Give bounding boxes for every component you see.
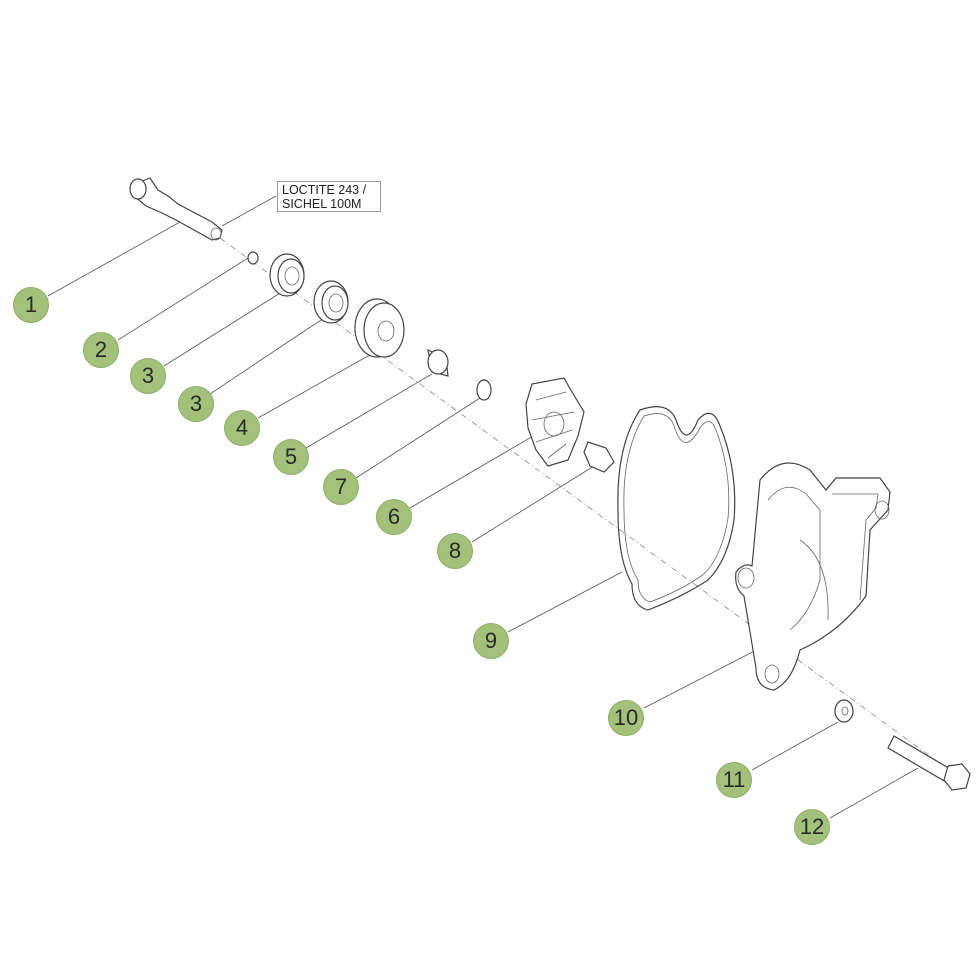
callout-7: 7 [323,469,359,505]
callout-3a: 3 [130,358,166,394]
callout-10: 10 [608,700,644,736]
callout-2: 2 [83,332,119,368]
impeller-part [525,377,585,467]
shaft-part [129,177,223,241]
pump-cover-part [735,462,891,691]
bearing-part-1 [269,253,305,297]
bearing-part-2 [313,280,349,324]
loctite-note: LOCTITE 243 / SICHEL 100M [277,181,381,212]
spacer-part [427,348,449,377]
callout-11: 11 [716,762,752,798]
nut-part [583,441,615,473]
bolt-part [887,735,971,791]
callout-8: 8 [437,533,473,569]
washer-part [476,379,492,401]
o-ring-part [247,251,259,265]
note-line-1: LOCTITE 243 / [282,183,367,197]
callout-3b: 3 [178,386,214,422]
leader-lines [47,195,919,819]
gasket-part [617,406,736,611]
callout-5: 5 [273,439,309,475]
callout-6: 6 [376,499,412,535]
callout-4: 4 [224,410,260,446]
callout-9: 9 [473,623,509,659]
washer-part-2 [834,699,854,723]
note-line-2: SICHEL 100M [282,197,362,211]
assembly-axis [219,237,961,779]
callout-1: 1 [13,287,49,323]
callout-12: 12 [794,809,830,845]
seal-part [354,298,405,358]
